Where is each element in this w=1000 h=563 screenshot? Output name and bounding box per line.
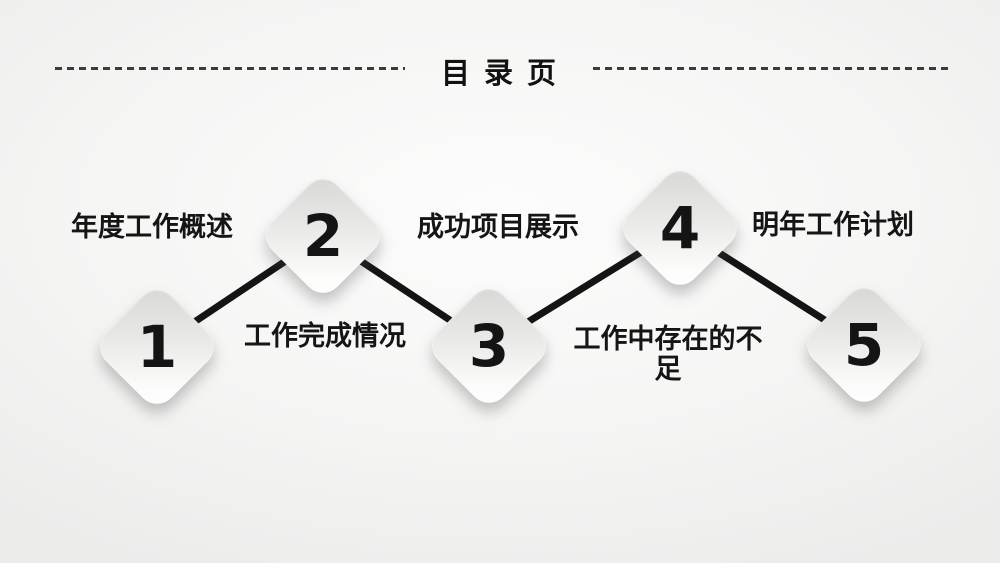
toc-label-2: 工作完成情况: [244, 321, 406, 351]
title-dash-left-rule: [55, 67, 405, 70]
toc-node-4: 4: [614, 162, 746, 294]
toc-label-3: 成功项目展示: [417, 212, 579, 242]
toc-node-3-number: 3: [468, 312, 510, 380]
toc-node-4-number: 4: [659, 194, 701, 262]
toc-node-3: 3: [423, 280, 555, 412]
page-title: 目 录 页: [440, 58, 560, 90]
toc-label-5: 明年工作计划: [752, 210, 914, 240]
toc-node-1-number: 1: [136, 313, 178, 381]
toc-node-2: 2: [257, 170, 389, 302]
toc-node-5-number: 5: [843, 311, 885, 379]
title-dash-right-rule: [593, 67, 950, 70]
toc-label-1: 年度工作概述: [71, 212, 233, 242]
toc-node-2-number: 2: [302, 202, 344, 270]
toc-node-1: 1: [91, 281, 223, 413]
toc-node-5: 5: [798, 279, 930, 411]
toc-label-4: 工作中存在的不足: [573, 324, 763, 385]
